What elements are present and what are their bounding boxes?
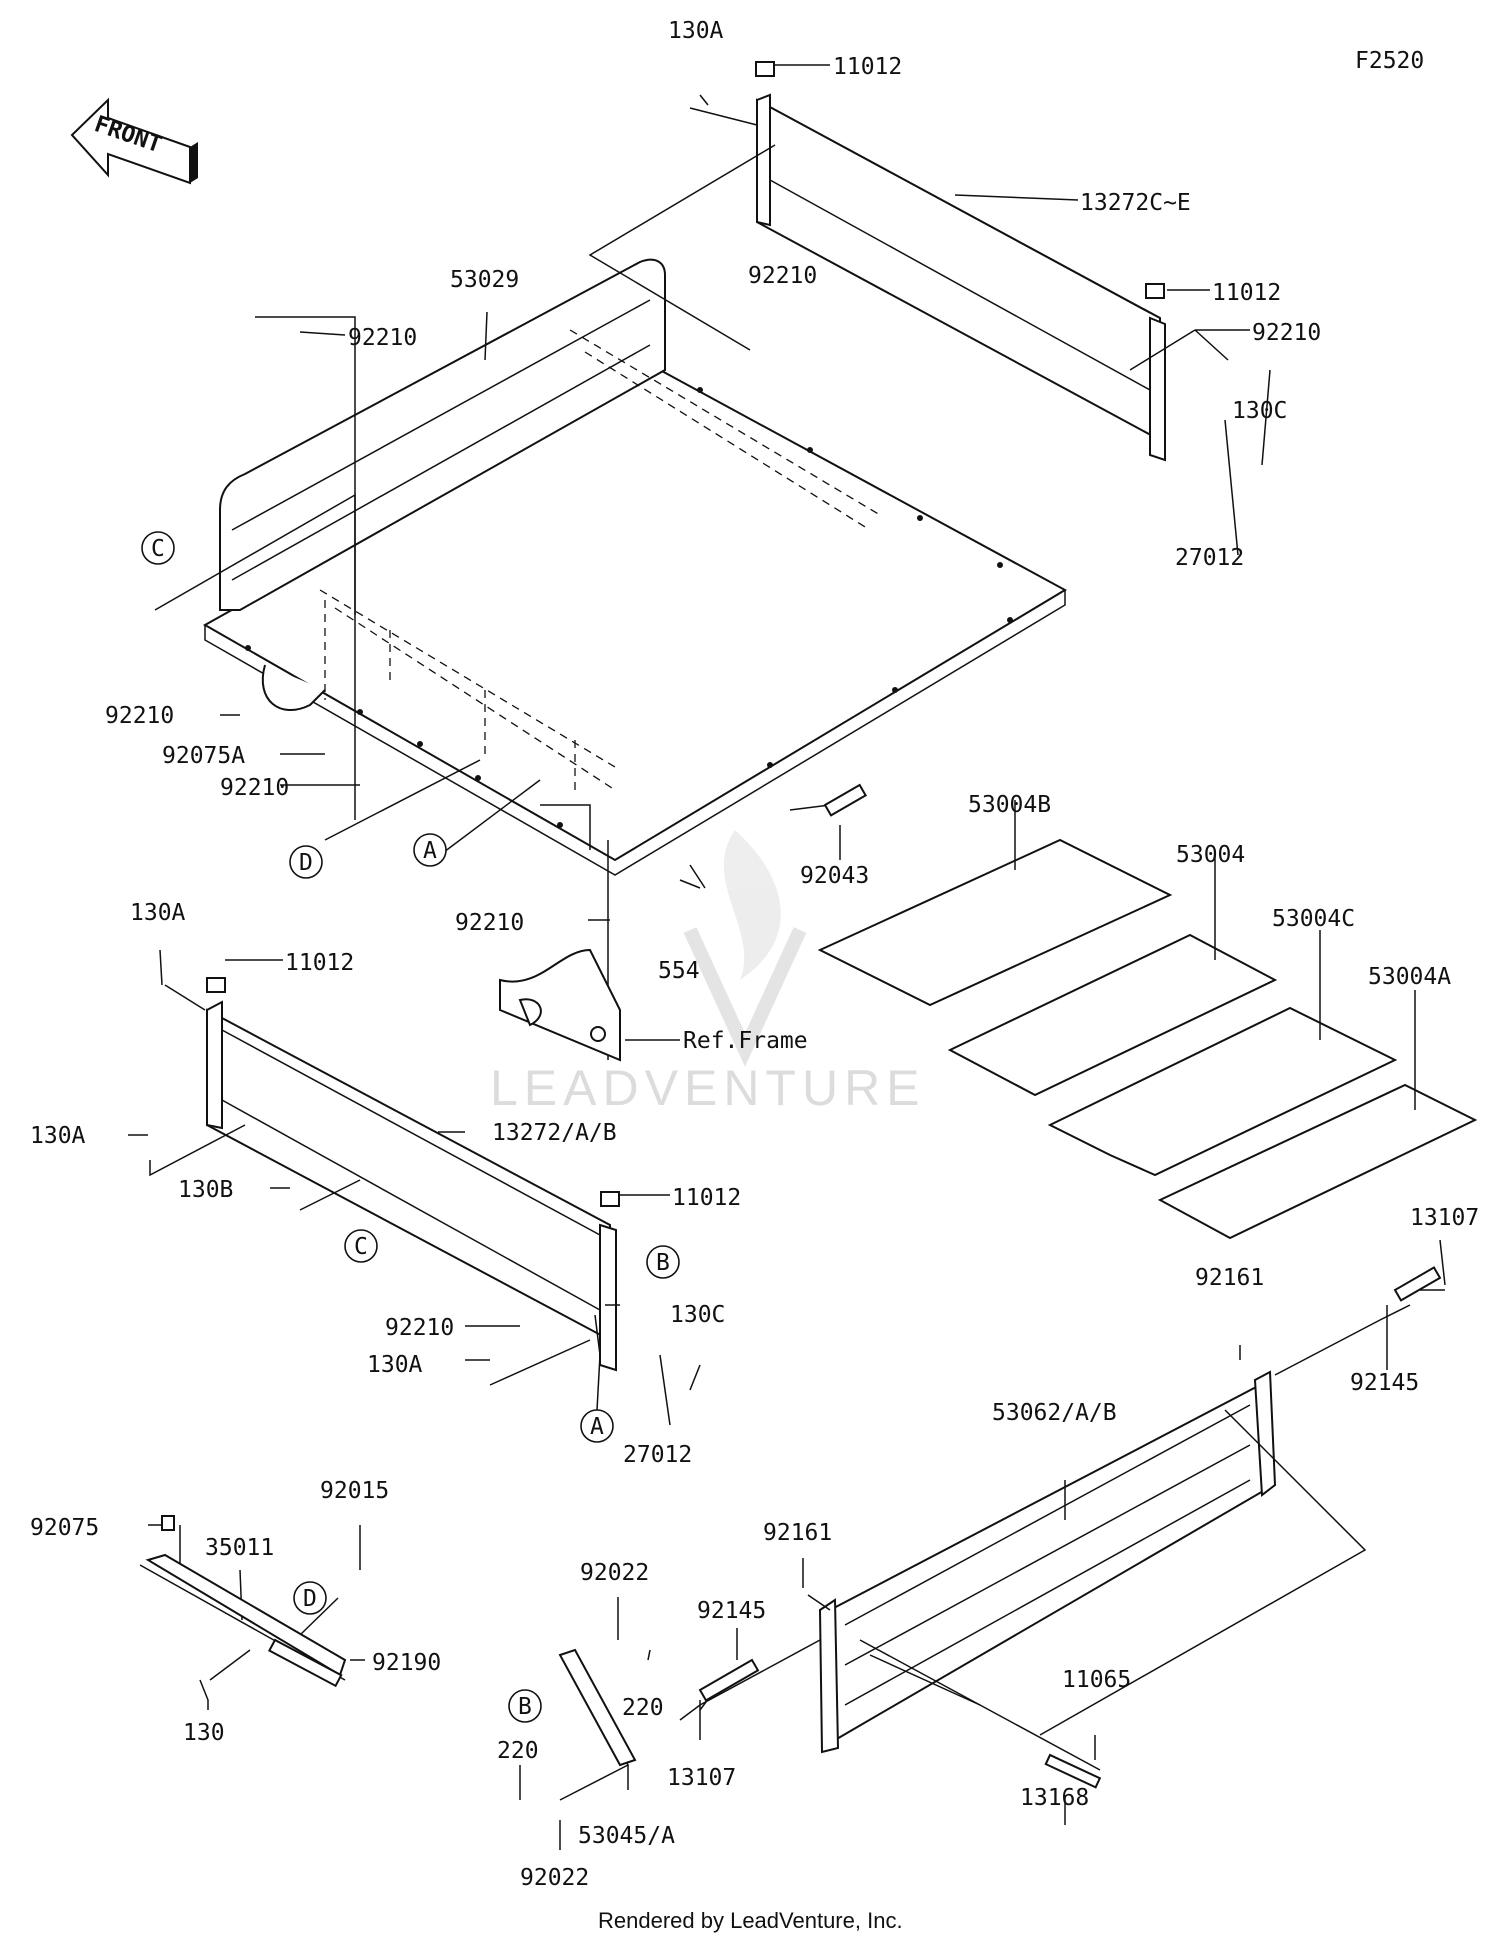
label-92161-low: 92161	[763, 1520, 832, 1546]
plate-53004	[947, 933, 1278, 1097]
label-13272CE: 13272C~E	[1080, 190, 1191, 216]
footer-credit: Rendered by LeadVenture, Inc.	[598, 1908, 903, 1933]
callout-B-mid: B	[646, 1245, 680, 1279]
pin-92190	[268, 1638, 343, 1688]
callout-D-low-letter: D	[303, 1586, 317, 1612]
label-130A-mid2: 130A	[367, 1352, 423, 1378]
label-92210-left1: 92210	[105, 703, 174, 729]
label-92015: 92015	[320, 1478, 389, 1504]
callout-C-top: C	[141, 531, 175, 565]
label-554: 554	[658, 958, 700, 984]
label-92210-b: 92210	[748, 263, 817, 289]
callout-B-low: B	[508, 1689, 542, 1723]
label-53062AB: 53062/A/B	[992, 1400, 1117, 1426]
label-11012-mid2: 11012	[672, 1185, 741, 1211]
label-92210-mid: 92210	[385, 1315, 454, 1341]
label-35011: 35011	[205, 1535, 274, 1561]
pin-13168	[1044, 1753, 1102, 1789]
label-130A-left: 130A	[30, 1123, 86, 1149]
tailgate-53062AB	[818, 1370, 1367, 1754]
label-13168: 13168	[1020, 1785, 1089, 1811]
label-53029: 53029	[450, 267, 519, 293]
label-92022-top: 92022	[580, 1560, 649, 1586]
floor-plates	[817, 800, 1478, 1240]
label-11012-mid: 11012	[285, 950, 354, 976]
label-92190: 92190	[372, 1650, 441, 1676]
plate-53004C	[1047, 1006, 1398, 1177]
label-53004C: 53004C	[1272, 906, 1355, 932]
label-92210-right: 92210	[1252, 320, 1321, 346]
label-92210-a: 92210	[348, 325, 417, 351]
hardware-shapes	[145, 783, 1442, 1789]
callout-C-mid-letter: C	[354, 1234, 368, 1260]
label-27012-top: 27012	[1175, 545, 1244, 571]
label-130B: 130B	[178, 1177, 233, 1203]
label-92210-bottom: 92210	[455, 910, 524, 936]
label-92145-low: 92145	[697, 1598, 766, 1624]
callout-D-top-letter: D	[299, 850, 313, 876]
pin-13107-low	[698, 1658, 760, 1702]
callout-A-mid: A	[580, 1409, 614, 1443]
callout-A-top: A	[413, 833, 447, 867]
under-frame-dashes	[319, 329, 881, 791]
pin-92043	[823, 783, 868, 817]
label-92161-right: 92161	[1195, 1265, 1264, 1291]
callout-C-top-letter: C	[151, 536, 165, 562]
label-130C-top: 130C	[1232, 398, 1287, 424]
callout-A-mid-letter: A	[590, 1414, 604, 1440]
v-logo-icon	[683, 927, 807, 1067]
label-53004A: 53004A	[1368, 964, 1451, 990]
label-92210-left2: 92210	[220, 775, 289, 801]
plate-53004B	[817, 838, 1173, 1007]
label-130A-top: 130A	[668, 18, 724, 44]
callout-B-low-letter: B	[518, 1694, 532, 1720]
callout-C-mid: C	[344, 1229, 378, 1263]
stay-53045A	[558, 1648, 637, 1767]
front-arrow: FRONT	[70, 97, 198, 185]
callout-A-top-letter: A	[423, 838, 437, 864]
label-92075: 92075	[30, 1515, 99, 1541]
bed-rivets	[245, 387, 1013, 828]
label-220-b: 220	[497, 1738, 539, 1764]
pin-13107-right	[1393, 1266, 1442, 1302]
label-130: 130	[183, 1720, 225, 1746]
watermark-text: LEADVENTURE	[490, 1060, 926, 1116]
label-53045A: 53045/A	[578, 1823, 675, 1849]
label-53004B: 53004B	[968, 792, 1051, 818]
ref-frame-sketch	[499, 948, 621, 1062]
grommet-icon	[161, 1515, 175, 1531]
plate-53004A	[1157, 1083, 1478, 1240]
label-13107-low: 13107	[667, 1765, 736, 1791]
front-arrow-shadow	[190, 142, 198, 183]
label-92145-right: 92145	[1350, 1370, 1419, 1396]
label-ref-frame: Ref.Frame	[683, 1028, 808, 1054]
label-92022-bot: 92022	[520, 1865, 589, 1891]
label-53004: 53004	[1176, 842, 1245, 868]
callout-D-top: D	[289, 845, 323, 879]
mid-leaders	[128, 949, 701, 1426]
label-27012-mid: 27012	[623, 1442, 692, 1468]
callout-B-mid-letter: B	[656, 1250, 670, 1276]
rear-panel-13272CE	[755, 61, 1166, 462]
figure-code: F2520	[1355, 48, 1424, 74]
front-panel-13272AB	[206, 977, 620, 1372]
label-13272AB: 13272/A/B	[492, 1120, 617, 1146]
label-130C-mid: 130C	[670, 1302, 725, 1328]
label-130A-mid: 130A	[130, 900, 186, 926]
label-92043: 92043	[800, 863, 869, 889]
label-220-a: 220	[622, 1695, 664, 1721]
label-13107-right: 13107	[1410, 1205, 1479, 1231]
watermark: LEADVENTURE	[490, 830, 926, 1116]
label-11065: 11065	[1062, 1667, 1131, 1693]
part-labels: 130A 11012 13272C~E 53029 92210 92210 11…	[30, 18, 1479, 1891]
label-92075A: 92075A	[162, 743, 245, 769]
callout-D-low: D	[293, 1581, 327, 1615]
top-leaders	[154, 64, 1271, 1060]
cargo-bed-53029	[202, 258, 1068, 876]
label-11012-top: 11012	[833, 54, 902, 80]
rod-35011	[145, 1553, 347, 1677]
label-11012-right: 11012	[1212, 280, 1281, 306]
flame-logo-icon	[723, 830, 781, 980]
